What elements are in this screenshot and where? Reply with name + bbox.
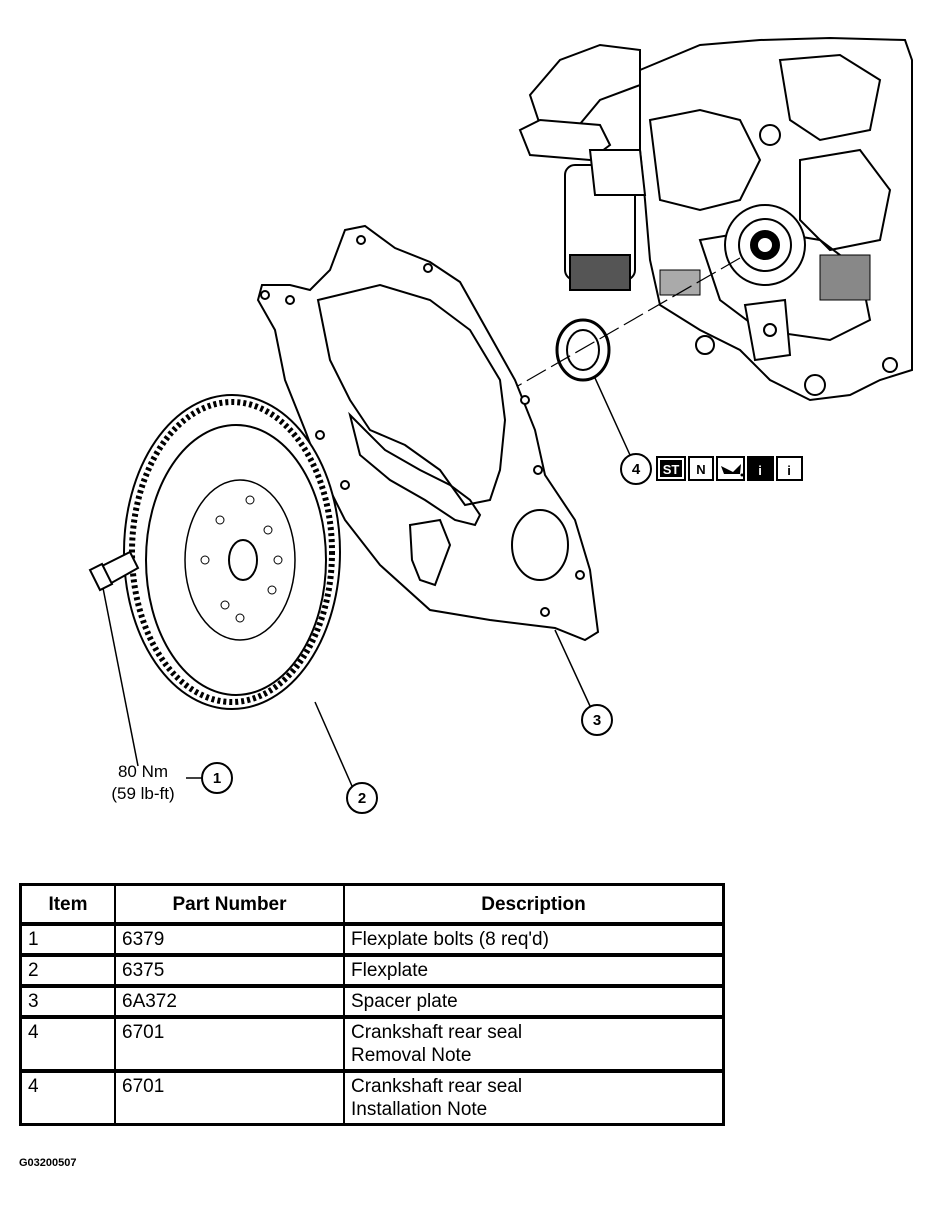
cell-desc: Flexplate xyxy=(343,953,725,987)
svg-text:i: i xyxy=(758,463,762,478)
svg-text:2: 2 xyxy=(358,790,366,807)
cell-desc: Crankshaft rear seal Removal Note xyxy=(343,1015,725,1072)
new-part-icon: N xyxy=(688,456,714,481)
table-header-row: Item Part Number Description xyxy=(19,883,725,925)
table-row: 4 6701 Crankshaft rear seal Installation… xyxy=(19,1069,725,1126)
callout-2: 2 xyxy=(346,782,378,814)
svg-text:1: 1 xyxy=(213,770,221,787)
cell-desc: Spacer plate xyxy=(343,984,725,1018)
cell-item: 3 xyxy=(19,984,116,1018)
figure-id: G03200507 xyxy=(19,1157,77,1169)
cell-part: 6701 xyxy=(114,1015,345,1072)
svg-text:N: N xyxy=(696,462,705,477)
table-row: 1 6379 Flexplate bolts (8 req'd) xyxy=(19,922,725,956)
table-row: 2 6375 Flexplate xyxy=(19,953,725,987)
callout-4: 4 xyxy=(620,453,652,485)
cell-desc: Crankshaft rear seal Installation Note xyxy=(343,1069,725,1126)
lubricate-icon xyxy=(716,456,745,481)
callout-3: 3 xyxy=(581,704,613,736)
svg-text:ST: ST xyxy=(663,462,680,477)
info-icon: i xyxy=(747,456,774,481)
flexplate-bolt xyxy=(88,550,140,592)
cell-desc: Flexplate bolts (8 req'd) xyxy=(343,922,725,956)
flexplate xyxy=(123,394,341,710)
parts-table: Item Part Number Description 1 6379 Flex… xyxy=(19,883,725,1126)
callout-1: 1 xyxy=(201,762,233,794)
spacer-plate xyxy=(256,224,600,642)
cell-item: 4 xyxy=(19,1015,116,1072)
table-row: 4 6701 Crankshaft rear seal Removal Note xyxy=(19,1015,725,1072)
cell-item: 1 xyxy=(19,922,116,956)
cell-part: 6A372 xyxy=(114,984,345,1018)
header-item: Item xyxy=(19,883,116,925)
torque-metric: 80 Nm xyxy=(118,762,168,781)
cell-part: 6375 xyxy=(114,953,345,987)
header-description: Description xyxy=(343,883,725,925)
svg-text:3: 3 xyxy=(593,712,601,729)
oil-filter xyxy=(518,43,647,291)
svg-text:i: i xyxy=(787,463,791,478)
special-tool-icon: ST xyxy=(656,456,686,481)
info-outline-icon: i xyxy=(776,456,803,481)
header-part-number: Part Number xyxy=(114,883,345,925)
torque-imperial: (59 lb-ft) xyxy=(111,784,174,803)
cell-part: 6701 xyxy=(114,1069,345,1126)
cell-item: 4 xyxy=(19,1069,116,1126)
leader-lines xyxy=(102,377,631,787)
svg-text:4: 4 xyxy=(632,461,641,478)
cell-part: 6379 xyxy=(114,922,345,956)
table-row: 3 6A372 Spacer plate xyxy=(19,984,725,1018)
crankshaft-rear-seal xyxy=(555,318,611,382)
cell-item: 2 xyxy=(19,953,116,987)
exploded-diagram: 1 2 3 4 80 Nm (59 lb-ft) ST N i i xyxy=(88,36,913,814)
engine-block xyxy=(639,36,913,402)
